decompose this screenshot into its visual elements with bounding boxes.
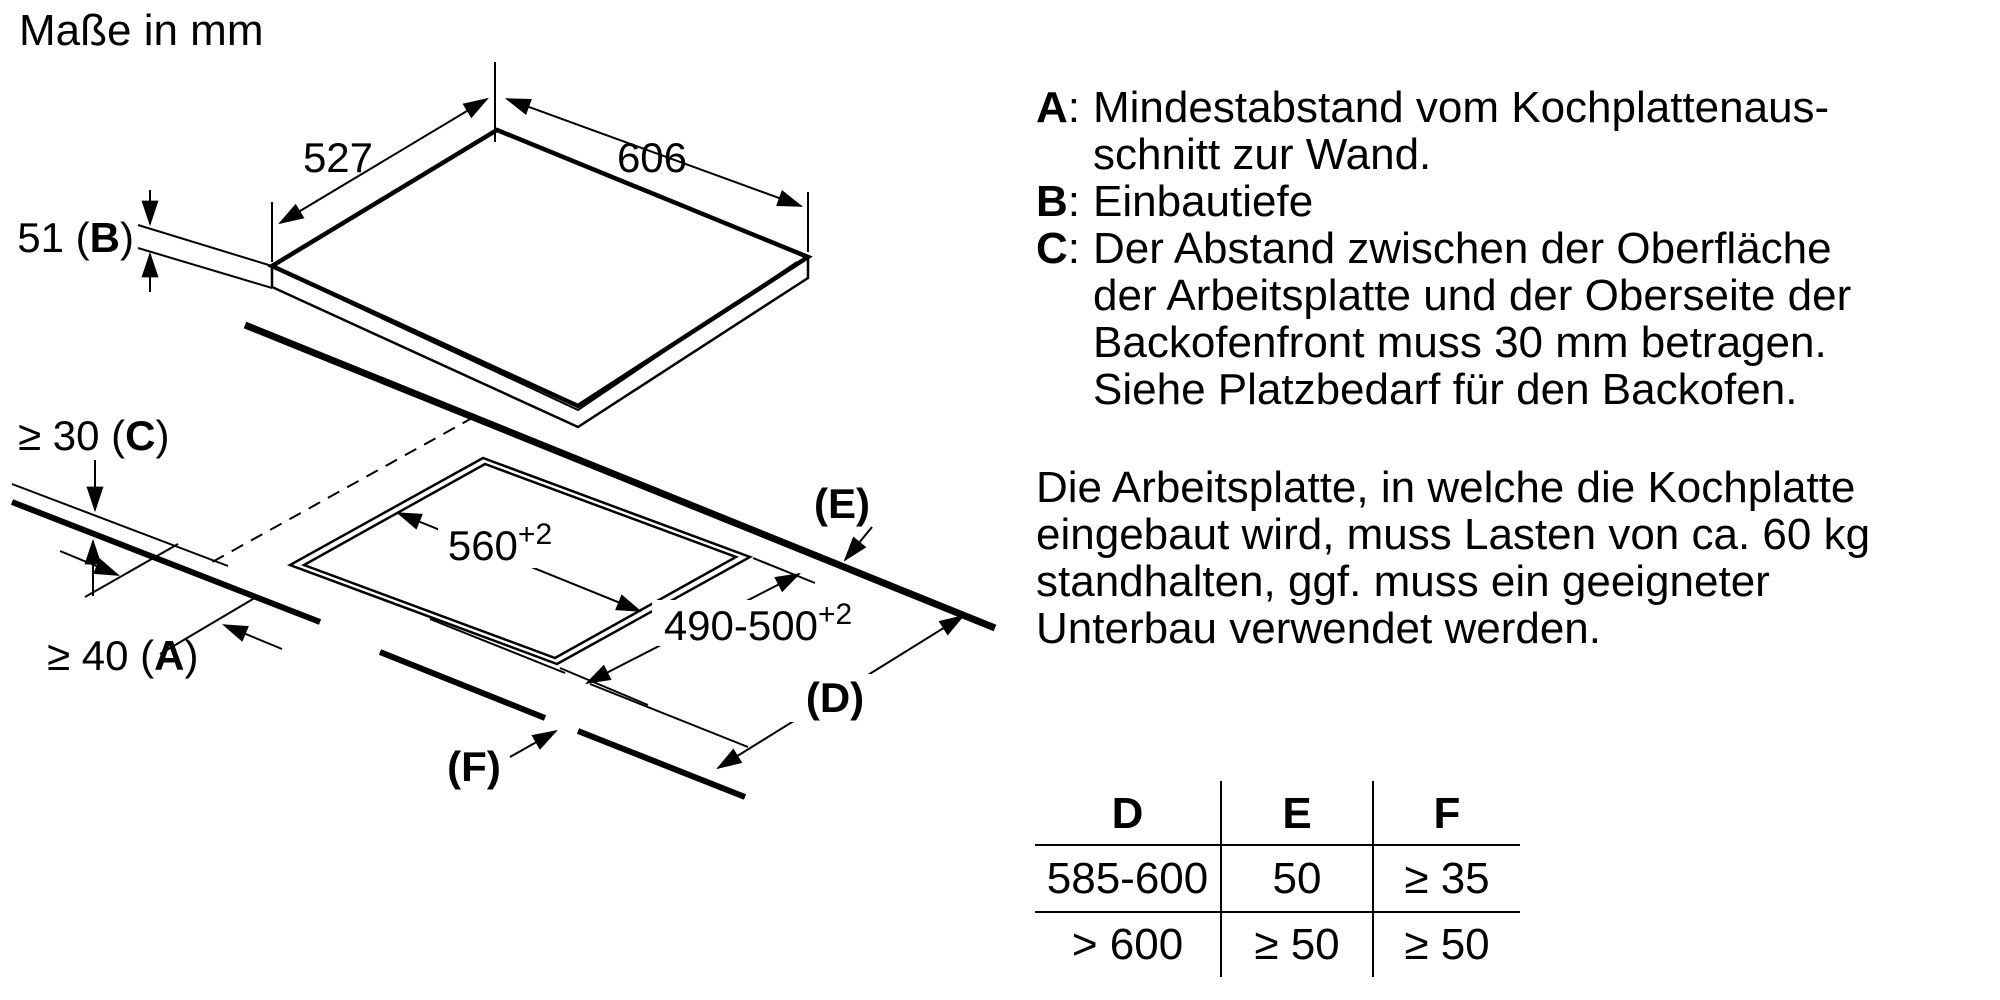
note-b-line: Einbautiefe [1093,177,1314,226]
table-cell: ≥ 50 [1222,913,1374,977]
table-cell: ≥ 50 [1404,920,1490,969]
worktop-surface-line [11,483,229,567]
table-cell: ≥ 35 [1404,853,1490,903]
def-clearance-table: D E F 585-600 50 ≥ 35 > 600 ≥ 50 ≥ 50 [1035,781,1520,977]
note-c-line: der Arbeitsplatte und der Oberseite der [1093,271,1852,320]
dim-51-b-label: 51 (B) [17,214,134,261]
note-b: B: Einbautiefe [1036,178,1851,225]
table-row: 585-600 50 ≥ 35 [1035,844,1520,913]
dim-527: 527 [271,62,496,262]
worktop-back-edge-line [243,321,997,632]
note-a-line: Mindestabstand vom Kochplattenaus- [1093,83,1830,132]
dim-560-label: 560+2 [448,518,552,569]
table-row: > 600 ≥ 50 ≥ 50 [1035,913,1520,977]
label-f-pointer: (F) [447,729,558,790]
dim-527-label: 527 [303,134,373,181]
note-a-key: A: [1036,83,1081,132]
note-b-key: B: [1036,177,1081,226]
dim-606: 606 [505,98,809,252]
dim-d: (D) [716,614,965,770]
table-cell: 585-600 [1035,846,1222,911]
note-c-key: C: [1036,224,1081,273]
label-e-pointer: (E) [814,480,873,562]
note-a-line: schnitt zur Wand. [1093,130,1432,179]
table-header-e: E [1222,781,1374,846]
table-header-d: D [1035,781,1222,846]
dim-a-label: ≥ 40 (A) [47,632,198,679]
table-header-f: F [1433,788,1461,838]
paragraph-line: standhalten, ggf. muss ein geeigneter [1036,557,1770,606]
table-cell: > 600 [1035,913,1222,977]
table-cell: 50 [1222,846,1374,911]
label-f: (F) [447,743,501,790]
dim-51-b: 51 (B) [17,190,273,292]
paragraph-line: eingebaut wird, muss Lasten von ca. 60 k… [1036,510,1871,559]
paragraph-line: Unterbau verwendet werden. [1036,604,1601,653]
note-a: A: Mindestabstand vom Kochplattenaus- sc… [1036,84,1851,178]
label-e: (E) [814,480,870,527]
hob-installation-drawing: 527 606 51 (B) ≥ 30 (C) ≥ 40 [10,62,997,800]
dim-c-clearance: ≥ 30 (C) [18,412,169,596]
note-c-line: Der Abstand zwischen der Oberfläche [1093,224,1832,273]
note-c-line: Backofenfront muss 30 mm betragen. [1093,318,1827,367]
note-c-line: Siehe Platzbedarf für den Backofen. [1093,365,1798,414]
worktop-load-paragraph: Die Arbeitsplatte, in welche die Kochpla… [1036,464,1870,652]
table-header-row: D E F [1035,781,1520,846]
oven-front-top-line [10,499,322,625]
legend-notes: A: Mindestabstand vom Kochplattenaus- sc… [1036,84,1851,413]
dim-a-clearance: ≥ 40 (A) [47,543,283,679]
page-title: Maße in mm [19,6,264,55]
paragraph-line: Die Arbeitsplatte, in welche die Kochpla… [1036,463,1856,512]
dim-606-label: 606 [617,134,687,181]
hob-edge-projection-dashed-line [204,416,475,567]
label-d: (D) [806,674,864,721]
dim-c-label: ≥ 30 (C) [18,412,169,459]
note-c: C: Der Abstand zwischen der Oberfläche d… [1036,225,1851,413]
